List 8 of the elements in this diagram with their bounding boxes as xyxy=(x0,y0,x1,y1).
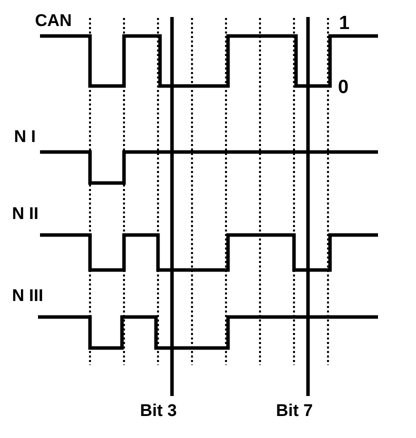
signal-label: N III xyxy=(12,287,44,304)
level-label: 0 xyxy=(338,78,349,97)
signal-label: N I xyxy=(14,128,36,145)
signal-label: CAN xyxy=(35,12,72,29)
bit-label: Bit 3 xyxy=(140,402,177,419)
bit-label: Bit 7 xyxy=(276,402,313,419)
level-label: 1 xyxy=(339,14,350,33)
signal-label: N II xyxy=(12,205,38,222)
